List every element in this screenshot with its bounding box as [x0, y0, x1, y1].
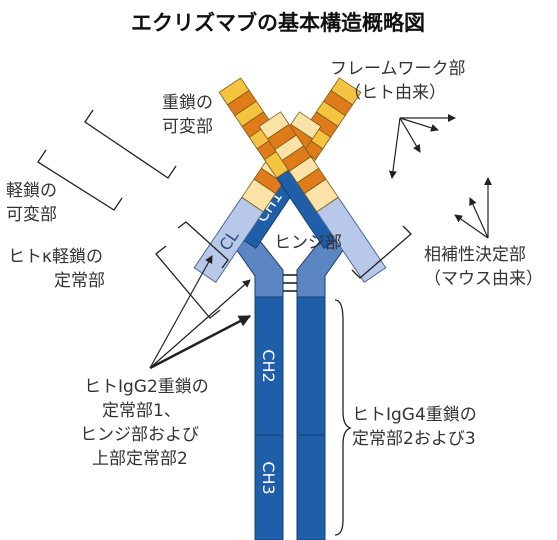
label-light-variable-1: 軽鎖の [6, 181, 57, 201]
label-igg4-1: ヒトIgG4重鎖の [352, 405, 477, 425]
label-cdr-1: 相補性決定部 [424, 245, 526, 265]
ch3-right [296, 434, 326, 540]
label-framework-1: フレームワーク部 [330, 59, 466, 79]
bracket-right-ch1 [351, 225, 412, 279]
label-kappa-constant-2: 定常部 [54, 271, 105, 291]
label-framework-2: （ヒト由来） [344, 83, 446, 103]
arrow-framework-1 [399, 117, 421, 153]
label-igg2-2: 定常部1、 [102, 401, 181, 421]
bracket-igg4 [334, 299, 352, 536]
label-cdr-2: （マウス由来） [424, 269, 543, 289]
ch3-left [254, 434, 284, 540]
ch2-left-label: CH2 [259, 349, 278, 382]
label-igg2-1: ヒトIgG2重鎖の [84, 377, 209, 397]
label-heavy-variable-2: 可変部 [162, 117, 213, 137]
label-heavy-variable-1: 重鎖の [162, 93, 213, 113]
ch3-left-label: CH3 [259, 461, 278, 494]
bracket-kappa-constant [155, 245, 221, 319]
arrow-igg2-1 [149, 255, 213, 369]
arrow-cdr-1 [469, 197, 489, 239]
right-light-chain [258, 111, 387, 283]
label-light-variable-2: 可変部 [6, 205, 57, 225]
label-hinge: ヒンジ部 [274, 233, 342, 253]
label-kappa-constant-1: ヒトκ軽鎖の [8, 247, 103, 267]
ch2-left [254, 296, 284, 436]
ch2-right [296, 296, 326, 436]
arrow-framework-3 [388, 117, 401, 179]
bracket-ch1 [177, 221, 229, 269]
arrow-igg2-2 [149, 279, 251, 369]
diagram-title: エクリズマブの基本構造概略図 [131, 11, 425, 35]
bracket-heavy-variable [84, 109, 177, 179]
arrow-framework-2 [399, 117, 439, 132]
arrow-cdr-3 [454, 214, 489, 239]
label-igg2-4: 上部定常部2 [92, 449, 188, 469]
label-igg2-3: ヒンジ部および [80, 425, 199, 445]
label-igg4-2: 定常部2および3 [352, 429, 476, 449]
arrow-igg2-3 [149, 314, 251, 370]
bracket-light-variable [37, 149, 123, 211]
